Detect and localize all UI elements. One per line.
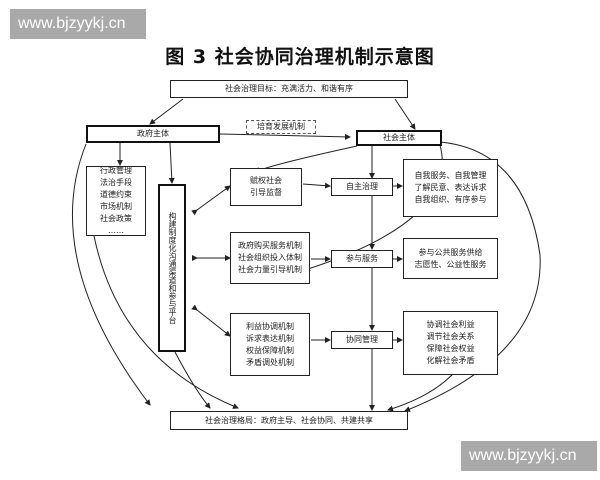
edge-goal-gov — [149, 98, 184, 125]
empower-box: 赋权社会 引导监督 — [230, 168, 302, 206]
co-manage-box: 协同管理 — [331, 331, 393, 349]
self-gov-box: 自主治理 — [331, 178, 393, 196]
goal-box: 社会治理目标：充满活力、和谐有序 — [170, 80, 408, 98]
cultivate-box: 培育发展机制 — [246, 120, 316, 134]
watermark-bottom: www.bjzyykj.cn — [461, 441, 597, 471]
edge-channel-interest — [191, 304, 231, 337]
edge-channel-pattern — [174, 351, 211, 409]
edge-goal-social — [394, 98, 416, 130]
self-result-box: 自我服务、自我管理 了解民意、表达诉求 自我组织、有序参与 — [403, 159, 498, 217]
edge-tools-pattern — [93, 235, 239, 409]
purchase-box: 政府购买服务机制 社会组织投入体制 社会力量引导机制 — [230, 232, 310, 284]
gov-tools-box: 行政管理 法治手段 道德约束 市场机制 社会政策 …… — [86, 166, 146, 236]
participate-result-box: 参与公共服务供给 志愿性、公益性服务 — [403, 238, 498, 279]
interest-box: 利益协调机制 诉求表达机制 权益保障机制 矛盾调处机制 — [230, 313, 310, 376]
diagram-title: 图 3 社会协同治理机制示意图 — [165, 46, 435, 68]
co-result-box: 协调社会利益 调节社会关系 保障社会权益 化解社会矛盾 — [403, 311, 498, 375]
gov-subject-box: 政府主体 — [86, 125, 220, 143]
edge-gov-social — [219, 133, 351, 140]
pattern-box: 社会治理格局：政府主导、社会协同、共建共享 — [170, 411, 408, 430]
edge-channel-empower — [191, 185, 231, 216]
edge-left-loop — [71, 143, 151, 406]
channel-box: 构建制度化沟通渠道和参与平台 — [158, 184, 186, 352]
watermark-top: www.bjzyykj.cn — [10, 9, 146, 39]
social-subject-box: 社会主体 — [356, 130, 442, 146]
edge-gov-channel — [168, 142, 175, 184]
participate-box: 参与服务 — [331, 250, 393, 268]
edge-empower-self — [302, 182, 331, 189]
